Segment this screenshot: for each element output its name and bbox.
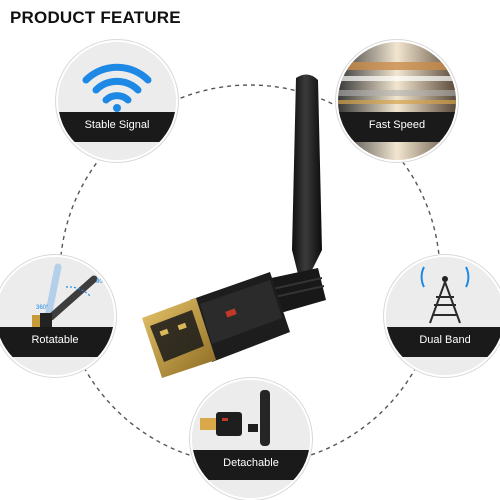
feature-label: Dual Band [419,334,471,346]
feature-fast-speed: Fast Speed [336,40,458,162]
label-band [0,327,114,357]
page-title: PRODUCT FEATURE [10,8,181,27]
angle-90-label: 90° [96,279,106,285]
feature-label: Detachable [223,457,279,469]
feature-stable-signal: Stable Signal [56,40,178,162]
angle-360-label: 360° [36,305,49,311]
feature-label: Rotatable [31,334,79,346]
feature-rotatable: 360° 90° Rotatable [0,255,116,377]
feature-label: Fast Speed [368,119,426,131]
label-band [192,450,310,480]
feature-detachable: Detachable [190,378,312,500]
feature-label: Stable Signal [84,119,150,131]
label-band [386,327,500,357]
label-band [338,112,456,142]
label-band [58,112,176,142]
feature-dual-band: Dual Band [384,255,500,377]
